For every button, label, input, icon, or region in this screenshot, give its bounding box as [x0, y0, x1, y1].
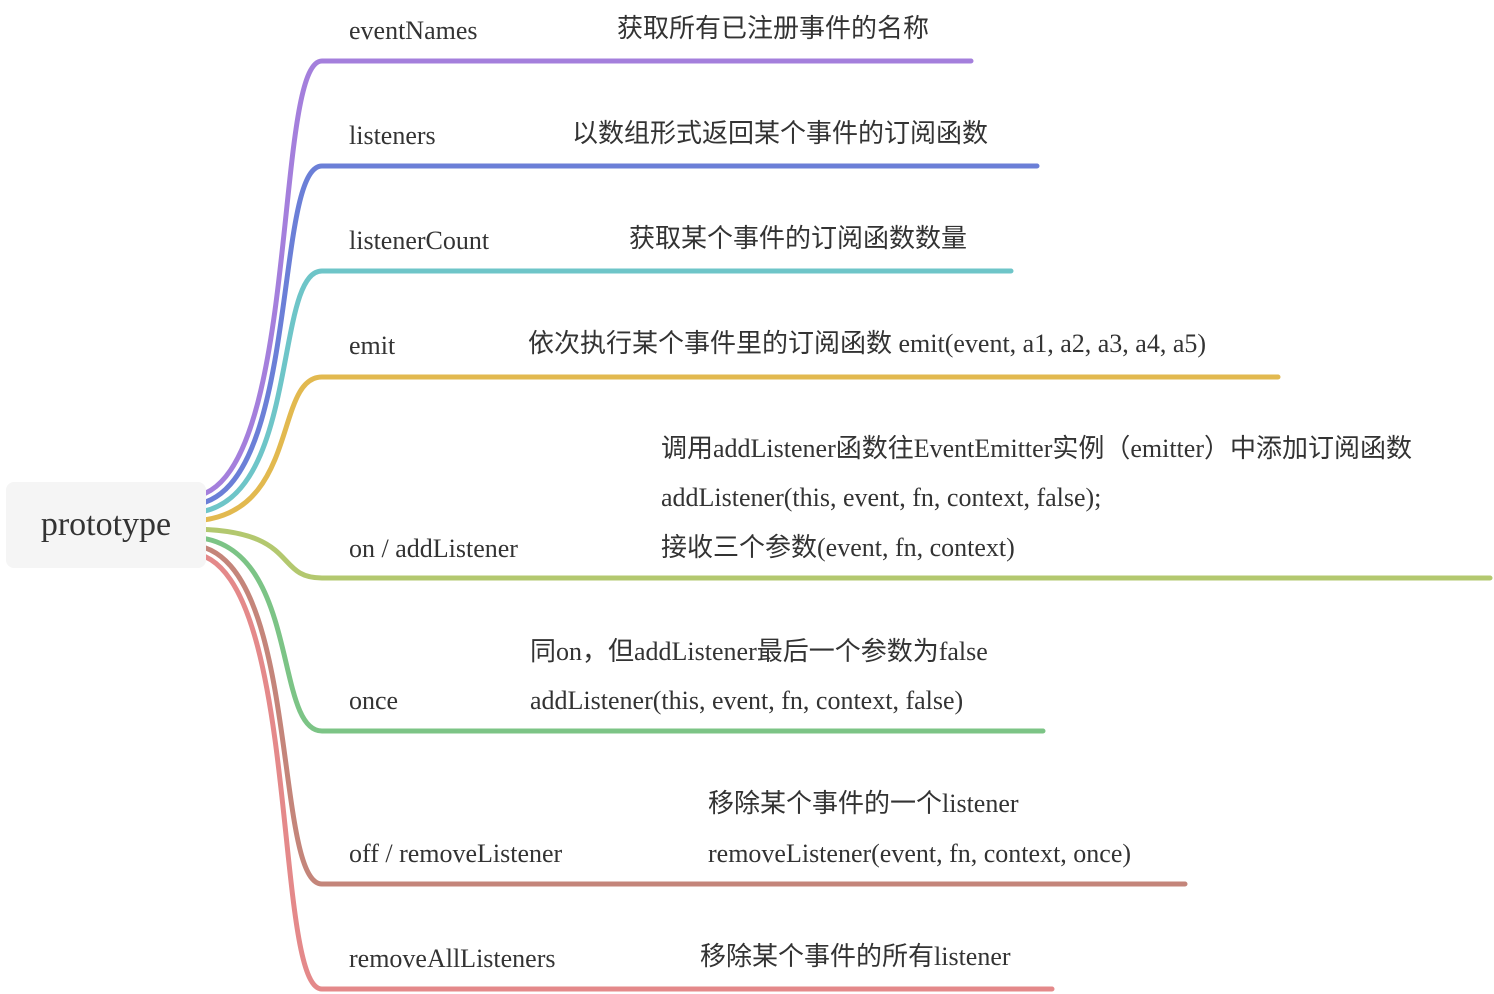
branch-connector-emit [185, 374, 1281, 524]
branch-connector-listeners [185, 163, 1040, 508]
branch-description-off-removeListener-line-2: removeListener(event, fn, context, once) [708, 839, 1132, 868]
branch-connector-off-removeListener [185, 542, 1188, 887]
branch-connector-on-addListener [185, 526, 1493, 581]
branch-description-eventNames-line-1: 获取所有已注册事件的名称 [617, 14, 930, 43]
branch-label-removeAllListeners[interactable]: removeAllListeners [349, 944, 556, 973]
branch-label-listenerCount[interactable]: listenerCount [349, 226, 490, 255]
branch-description-off-removeListener-line-1: 移除某个事件的一个listener [708, 789, 1019, 818]
branch-connector-removeAllListeners [185, 550, 1055, 992]
branch-description-on-addListener-line-3: 接收三个参数(event, fn, context) [661, 533, 1015, 562]
branch-label-listeners[interactable]: listeners [349, 121, 436, 150]
branch-connector-once [185, 534, 1046, 734]
branch-connector-listenerCount [185, 268, 1014, 516]
branch-label-emit[interactable]: emit [349, 331, 396, 360]
branch-description-emit-line-1: 依次执行某个事件里的订阅函数 emit(event, a1, a2, a3, a… [528, 329, 1207, 358]
branch-description-listenerCount-line-1: 获取某个事件的订阅函数数量 [629, 224, 968, 253]
branch-description-removeAllListeners-line-1: 移除某个事件的所有listener [700, 942, 1011, 971]
branch-label-off-removeListener[interactable]: off / removeListener [349, 839, 563, 868]
branch-label-eventNames[interactable]: eventNames [349, 16, 478, 45]
branch-description-listeners-line-1: 以数组形式返回某个事件的订阅函数 [572, 119, 989, 148]
root-node-prototype[interactable]: prototype [6, 482, 206, 568]
branch-description-on-addListener-line-2: addListener(this, event, fn, context, fa… [661, 483, 1102, 512]
branch-description-on-addListener-line-1: 调用addListener函数往EventEmitter实例（emitter）中… [661, 434, 1412, 463]
branch-label-once[interactable]: once [349, 686, 399, 715]
branch-connector-eventNames [185, 58, 974, 500]
branch-description-once-line-2: addListener(this, event, fn, context, fa… [530, 686, 964, 715]
branch-description-once-line-1: 同on，但addListener最后一个参数为false [530, 637, 988, 666]
branch-label-on-addListener[interactable]: on / addListener [349, 534, 518, 563]
